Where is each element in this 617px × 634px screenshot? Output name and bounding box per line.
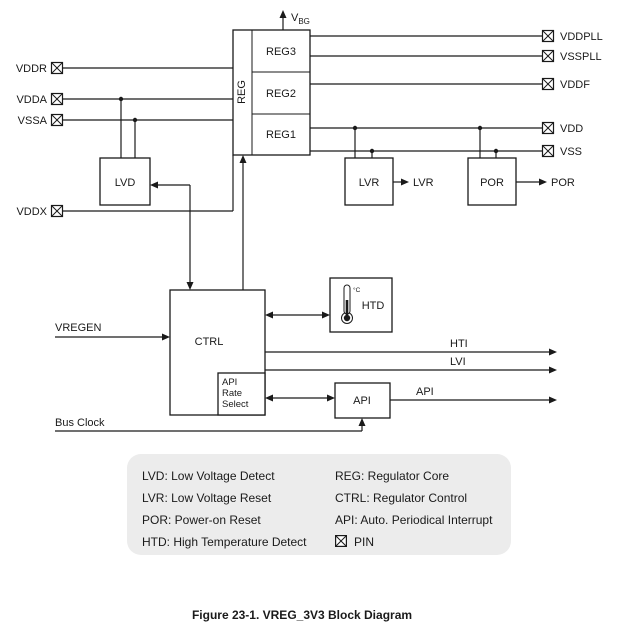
pin-vddx: VDDX — [16, 155, 234, 218]
legend-item-reg: REG: Regulator Core — [335, 469, 450, 483]
legend-item-ctrl: CTRL: Regulator Control — [335, 491, 468, 505]
lvr-out-arrowhead — [401, 178, 409, 186]
legend-pin-label: PIN — [354, 535, 375, 549]
legend-item-api: API: Auto. Periodical Interrupt — [335, 513, 493, 527]
pin-vssa: VSSA — [18, 113, 233, 127]
lvd-supply-taps — [118, 96, 138, 158]
block-diagram-canvas: REG REG3 REG2 REG1 VBG VDDR VDDA VSSA VD… — [16, 10, 603, 432]
vdda-pin-label: VDDA — [16, 94, 47, 106]
reg1-label: REG1 — [266, 129, 296, 141]
reg-ctrl-wire — [239, 155, 247, 290]
htd-label: HTD — [362, 300, 385, 312]
lvr-output-signal: LVR — [393, 177, 434, 189]
por-output-signal: POR — [516, 177, 575, 189]
lvr-out-label: LVR — [413, 177, 434, 189]
por-block: POR — [467, 157, 517, 206]
pin-vddr: VDDR — [16, 61, 233, 75]
lvr-label: LVR — [359, 177, 380, 189]
vddx-pin-label: VDDX — [16, 206, 47, 218]
pin-vdda: VDDA — [16, 92, 233, 106]
api-block: API — [334, 382, 391, 419]
lvd-ctrl-wire — [150, 181, 194, 290]
legend-column-left: LVD: Low Voltage Detect LVR: Low Voltage… — [142, 465, 335, 555]
lvr-block: LVR — [344, 157, 394, 206]
pin-vss: VSS — [310, 144, 582, 158]
bus-clock-label: Bus Clock — [55, 417, 105, 429]
lvd-label: LVD — [115, 177, 136, 189]
ars-api-wire — [265, 394, 335, 402]
vbg-label: VBG — [291, 12, 310, 26]
ctrl-htd-left-arrowhead — [265, 311, 273, 319]
por-label: POR — [480, 177, 504, 189]
legend-item-htd: HTD: High Temperature Detect — [142, 535, 307, 549]
pin-vddf: VDDF — [310, 77, 590, 91]
bus-clock-arrowhead — [358, 418, 366, 426]
lvi-arrowhead — [549, 366, 557, 374]
bus-clock-input: Bus Clock — [55, 417, 366, 432]
ars-line1: API — [222, 377, 237, 388]
vssa-pin-label: VSSA — [18, 115, 48, 127]
por-monitor-taps — [477, 125, 499, 158]
hti-arrowhead — [549, 348, 557, 356]
ars-api-right-arrowhead — [327, 394, 335, 402]
vddf-pin-label: VDDF — [560, 79, 590, 91]
legend-item-lvr: LVR: Low Voltage Reset — [142, 491, 272, 505]
temp-unit-label: °C — [353, 286, 361, 294]
legend-item-lvd: LVD: Low Voltage Detect — [142, 469, 275, 483]
thermometer-icon — [341, 284, 353, 324]
ctrl-htd-wire — [265, 311, 330, 319]
vregen-label: VREGEN — [55, 322, 102, 334]
por-out-label: POR — [551, 177, 575, 189]
figure-caption: Figure 23-1. VREG_3V3 Block Diagram — [191, 608, 413, 622]
api-rate-select-box — [217, 372, 266, 416]
ars-line2: Rate — [222, 388, 242, 399]
api-label: API — [353, 395, 371, 407]
ars-api-left-arrowhead — [265, 394, 273, 402]
vss-pin-label: VSS — [560, 146, 582, 158]
ars-line3: Select — [222, 399, 249, 410]
pin-vsspll: VSSPLL — [310, 49, 602, 63]
legend-column-right: REG: Regulator Core CTRL: Regulator Cont… — [335, 465, 492, 555]
vddr-pin-label: VDDR — [16, 63, 47, 75]
pin-vdd: VDD — [310, 121, 583, 135]
lvd-arrowhead — [150, 181, 158, 189]
pin-vddpll: VDDPLL — [310, 29, 603, 43]
lvd-block: LVD — [99, 157, 151, 206]
legend-box: LVD: Low Voltage Detect LVR: Low Voltage… — [127, 454, 511, 555]
vregen-arrowhead — [162, 333, 170, 341]
lvi-label: LVI — [450, 356, 466, 368]
hti-signal: HTI — [265, 338, 557, 356]
reg-block: REG REG3 REG2 REG1 — [232, 29, 311, 156]
ctrl-htd-right-arrowhead — [322, 311, 330, 319]
vbg-output: VBG — [279, 10, 310, 30]
vbg-arrowhead — [279, 10, 287, 18]
legend-item-por: POR: Power-on Reset — [142, 513, 261, 527]
ctrl-label: CTRL — [195, 336, 224, 348]
api-out-arrowhead — [549, 396, 557, 404]
reg-ctrl-arrowhead — [239, 155, 247, 163]
reg-label: REG — [236, 80, 248, 104]
htd-block: °C HTD — [329, 277, 393, 333]
lvr-monitor-taps — [352, 125, 375, 158]
vdd-pin-label: VDD — [560, 123, 583, 135]
reg3-label: REG3 — [266, 46, 296, 58]
api-output-signal: API — [390, 386, 557, 404]
api-out-label: API — [416, 386, 434, 398]
reg2-label: REG2 — [266, 88, 296, 100]
lvi-signal: LVI — [265, 356, 557, 374]
vddpll-pin-label: VDDPLL — [560, 31, 603, 43]
pin-icon — [335, 535, 348, 548]
vregen-input: VREGEN — [55, 322, 170, 341]
legend-item-pin: PIN — [335, 531, 492, 553]
ctrl-arrowhead — [186, 282, 194, 290]
ctrl-block: CTRL API Rate Select — [169, 289, 266, 416]
por-out-arrowhead — [539, 178, 547, 186]
vsspll-pin-label: VSSPLL — [560, 51, 602, 63]
hti-label: HTI — [450, 338, 468, 350]
